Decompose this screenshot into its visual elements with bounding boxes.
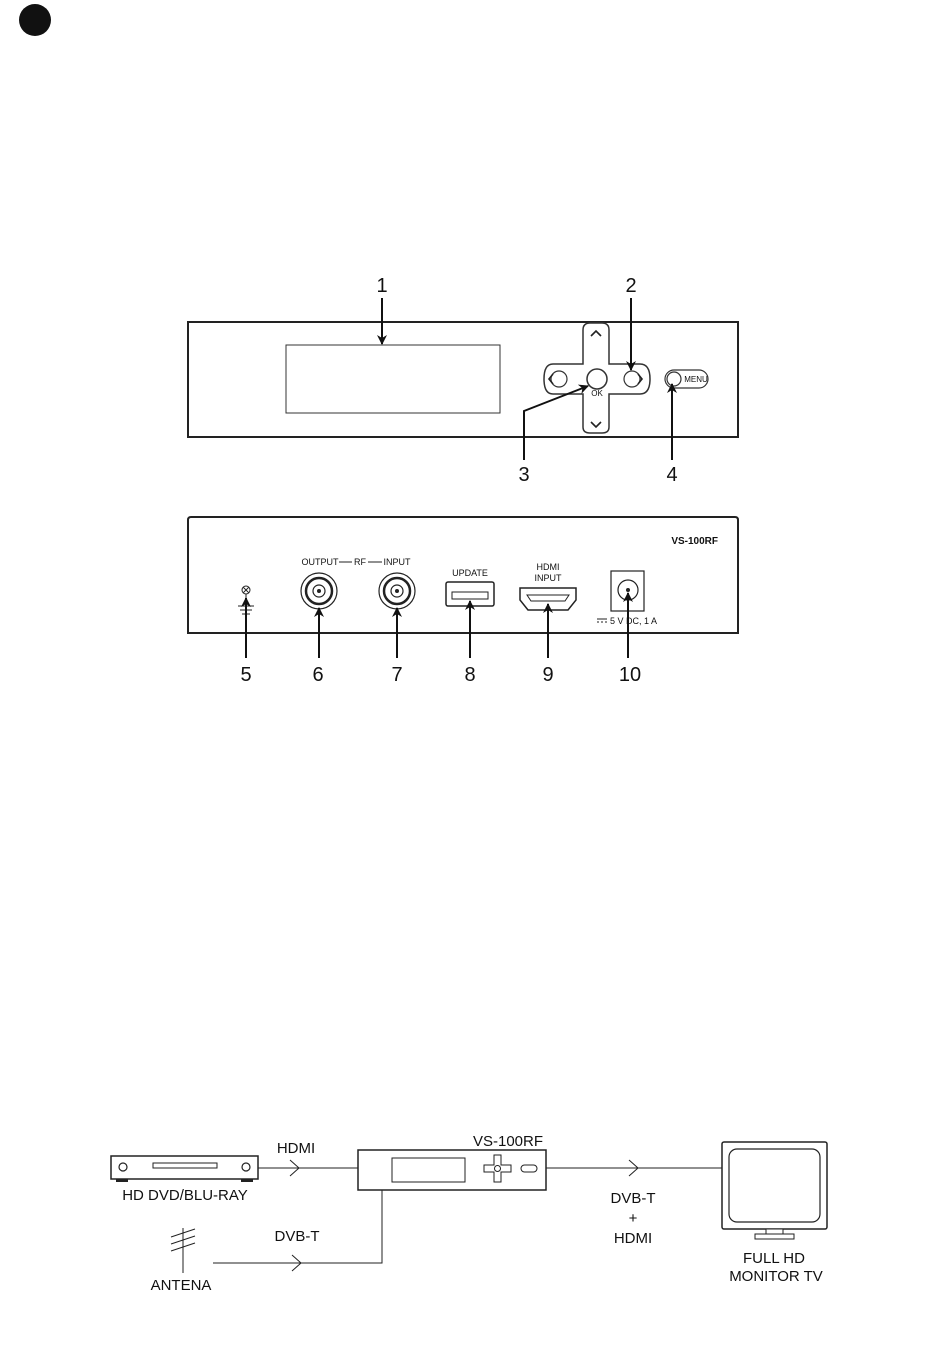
hdmi-label-line1: HDMI — [537, 562, 560, 572]
antenna-icon — [171, 1228, 195, 1273]
bluray-player-icon — [111, 1156, 258, 1182]
left-button[interactable] — [551, 371, 567, 387]
hdmi-link-label: HDMI — [277, 1140, 315, 1157]
menu-label: MENU — [684, 375, 708, 384]
callout-10: 10 — [619, 664, 641, 686]
callout-1: 1 — [376, 275, 387, 297]
power-spec-label: 5 V DC, 1 A — [610, 616, 657, 626]
rf-input-label: INPUT — [384, 557, 412, 567]
output-label-line1: DVB-T — [611, 1190, 656, 1207]
display-screen — [286, 345, 500, 413]
model-name: VS-100RF — [671, 536, 718, 547]
callout-3: 3 — [518, 464, 529, 486]
antenna-link-label: DVB-T — [275, 1228, 320, 1245]
callout-5: 5 — [240, 664, 251, 686]
callout-2: 2 — [625, 275, 636, 297]
output-label-line2: + — [629, 1210, 638, 1227]
source-device-label: HD DVD/BLU-RAY — [122, 1187, 248, 1204]
callout-6: 6 — [312, 664, 323, 686]
connection-diagram: HD DVD/BLU-RAY HDMI VS-100RF ANTENA DVB-… — [111, 1133, 827, 1294]
output-label-line3: HDMI — [614, 1230, 652, 1247]
antenna-label: ANTENA — [151, 1277, 212, 1294]
monitor-label-line2: MONITOR TV — [729, 1268, 823, 1285]
front-panel: OK MENU 1 2 3 4 — [188, 275, 738, 486]
monitor-icon — [722, 1142, 827, 1239]
hdmi-label-line2: INPUT — [535, 573, 563, 583]
callout-7: 7 — [391, 664, 402, 686]
callout-8: 8 — [464, 664, 475, 686]
callout-9: 9 — [542, 664, 553, 686]
menu-button-knob — [667, 372, 681, 386]
page-marker-icon — [19, 4, 51, 36]
ok-label: OK — [591, 389, 603, 398]
right-button[interactable] — [624, 371, 640, 387]
callout-4: 4 — [666, 464, 677, 486]
monitor-label-line1: FULL HD — [743, 1250, 805, 1267]
rf-label: RF — [354, 557, 366, 567]
rf-input-connector[interactable] — [379, 573, 415, 609]
update-label: UPDATE — [452, 568, 488, 578]
modulator-device-icon — [358, 1150, 546, 1190]
center-device-label: VS-100RF — [473, 1133, 543, 1150]
rear-panel: VS-100RF OUTPUT RF INPUT — [188, 517, 738, 686]
rf-output-label: OUTPUT — [302, 557, 340, 567]
rf-output-connector[interactable] — [301, 573, 337, 609]
ok-button[interactable] — [587, 369, 607, 389]
